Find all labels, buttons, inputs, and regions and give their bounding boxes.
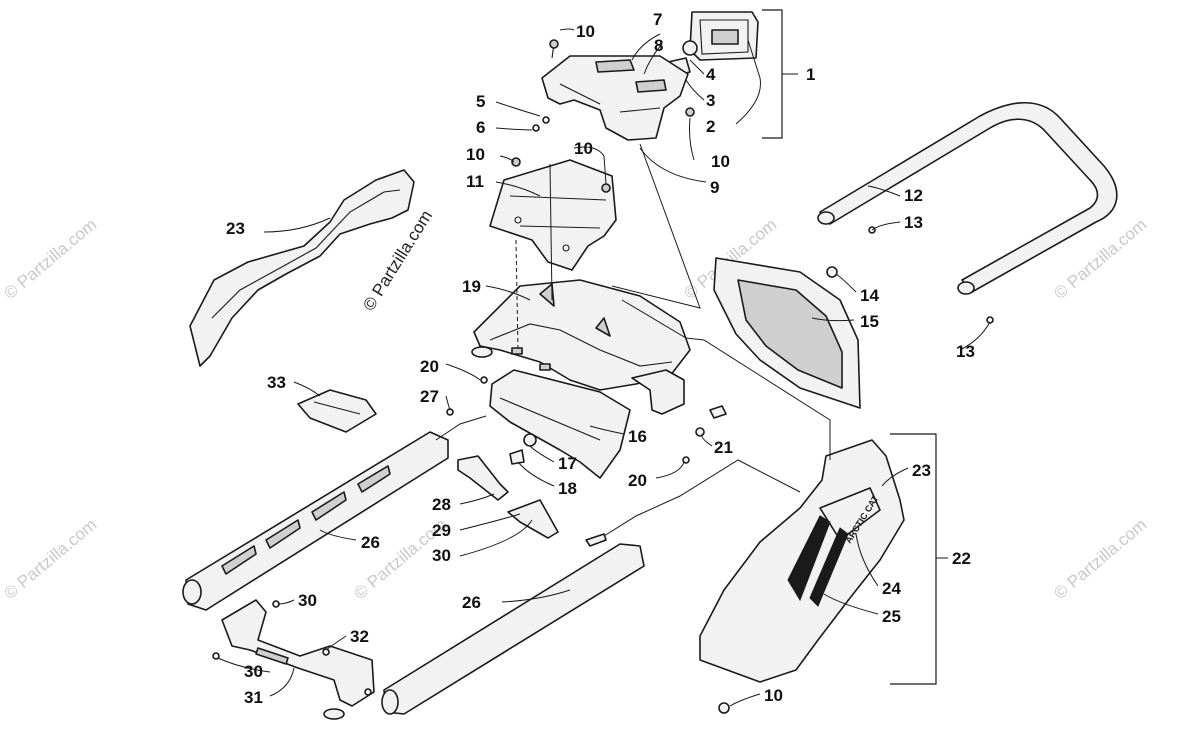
rail-bracket-28 — [457, 455, 607, 547]
side-panel-right: ARCTIC CAT — [699, 439, 905, 683]
callout-23: 23 — [912, 461, 931, 480]
callout-5: 5 — [476, 92, 485, 111]
fasteners — [212, 39, 994, 720]
callout-31: 31 — [244, 688, 263, 707]
lower-bracket-31 — [221, 599, 375, 707]
callout-4: 4 — [706, 65, 716, 84]
callout-2: 2 — [706, 117, 715, 136]
bracket-11 — [489, 159, 617, 271]
snowflap-16 — [489, 369, 631, 479]
callout-28: 28 — [432, 495, 451, 514]
callout-13: 13 — [956, 342, 975, 361]
callout-14: 14 — [860, 286, 879, 305]
callout-27: 27 — [420, 387, 439, 406]
callout-10: 10 — [576, 22, 595, 41]
callout-7: 7 — [653, 10, 662, 29]
taillight-assembly — [667, 11, 759, 77]
leader-lines — [217, 28, 991, 707]
callout-17: 17 — [558, 454, 577, 473]
tail-housing — [541, 43, 689, 141]
callout-21: 21 — [714, 438, 733, 457]
callout-26: 26 — [462, 593, 481, 612]
callout-24: 24 — [882, 579, 901, 598]
callout-29: 29 — [432, 521, 451, 540]
callout-18: 18 — [558, 479, 577, 498]
callout-30: 30 — [432, 546, 451, 565]
rear-bumper — [817, 101, 1118, 295]
callout-33: 33 — [267, 373, 286, 392]
callout-10: 10 — [764, 686, 783, 705]
callout-23: 23 — [226, 219, 245, 238]
callout-32: 32 — [350, 627, 369, 646]
side-panel-left — [189, 169, 415, 367]
assembly-lines — [435, 143, 831, 537]
callout-9: 9 — [710, 178, 719, 197]
callout-1: 1 — [806, 65, 815, 84]
watermark-faint: © Partzilla.com — [0, 515, 100, 603]
callout-10: 10 — [711, 152, 730, 171]
watermark-faint: © Partzilla.com — [0, 215, 100, 303]
mount-bracket-21 — [631, 369, 727, 419]
callout-10: 10 — [466, 145, 485, 164]
callout-12: 12 — [904, 186, 923, 205]
watermark-faint: © Partzilla.com — [1050, 515, 1150, 603]
callout-15: 15 — [860, 312, 879, 331]
right-rail — [381, 543, 645, 715]
heat-shield-33 — [297, 389, 377, 433]
callout-3: 3 — [706, 91, 715, 110]
left-rail — [182, 431, 449, 611]
callout-6: 6 — [476, 118, 485, 137]
cover-panel-15 — [713, 257, 861, 409]
callout-20: 20 — [628, 471, 647, 490]
callout-8: 8 — [654, 36, 663, 55]
callout-13: 13 — [904, 213, 923, 232]
callout-20: 20 — [420, 357, 439, 376]
callout-25: 25 — [882, 607, 901, 626]
callout-11: 11 — [466, 172, 484, 191]
callout-16: 16 — [628, 427, 647, 446]
callout-30: 30 — [298, 591, 317, 610]
callout-labels: 10 7 8 1 4 3 2 5 6 10 10 10 9 11 23 12 1… — [226, 10, 975, 707]
callout-22: 22 — [952, 549, 971, 568]
callout-30: 30 — [244, 662, 263, 681]
group-brackets — [762, 9, 948, 685]
callout-19: 19 — [462, 277, 481, 296]
callout-10: 10 — [574, 139, 593, 158]
callout-26: 26 — [361, 533, 380, 552]
